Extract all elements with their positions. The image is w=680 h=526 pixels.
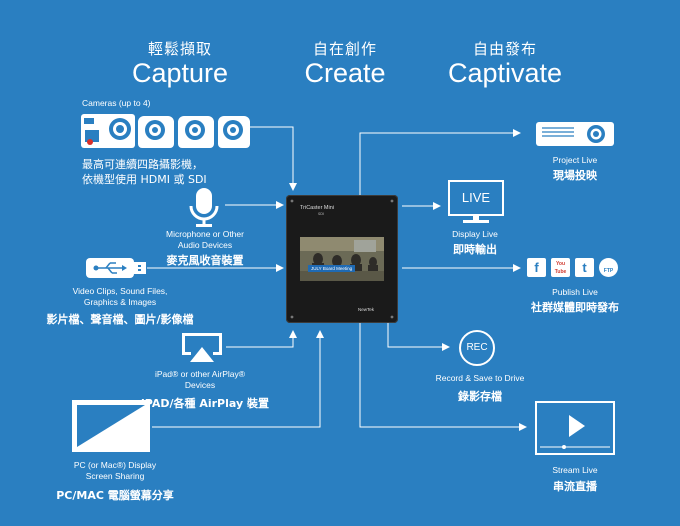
- publish-label: Publish Live: [552, 287, 598, 297]
- record-zh: 錄影存檔: [458, 390, 502, 403]
- projector-icon: [536, 122, 614, 146]
- device-screen: JULY Board Meeting: [300, 237, 384, 281]
- project-connector: [359, 129, 521, 199]
- twitter-icon: t: [575, 258, 594, 277]
- pc-display-icon: [72, 400, 150, 452]
- stream-zh: 串流直播: [553, 480, 597, 493]
- create-title-zh: 自在創作: [312, 40, 377, 58]
- airplay-icon: [182, 333, 222, 362]
- youtube-icon: You Tube: [551, 258, 570, 277]
- pc-label-line1: PC (or Mac®) Display: [73, 460, 157, 470]
- ftp-icon: FTP: [599, 258, 618, 277]
- cameras-zh-line1: 最高可連續四路攝影機，: [82, 158, 203, 171]
- tricaster-device: TriCaster Mini SDI JULY Board Meeting Ne…: [286, 195, 398, 323]
- cameras-label: Cameras (up to 4): [82, 98, 151, 108]
- microphone-zh: 麥克風收音裝置: [166, 254, 244, 267]
- ipad-label-line2: Devices: [184, 380, 216, 390]
- rec-icon: REC: [459, 330, 495, 366]
- pc-zh: PC/MAC 電腦螢幕分享: [56, 489, 174, 502]
- usb-drive-icon: [86, 258, 146, 278]
- ipad-zh: iPAD/各種 AirPlay 裝置: [141, 397, 269, 410]
- stream-player-icon: [535, 401, 615, 455]
- record-connector: [387, 322, 450, 351]
- cameras-connector: [250, 126, 297, 191]
- captivate-title: Captivate: [447, 58, 563, 88]
- stream-label: Stream Live: [552, 465, 598, 475]
- ipad-label-line1: iPad® or other AirPlay®: [154, 369, 245, 379]
- stream-connector: [359, 322, 527, 431]
- device-name: TriCaster Mini: [300, 205, 335, 211]
- pc-connector: [152, 330, 324, 428]
- facebook-icon: f: [527, 258, 546, 277]
- cameras-zh-line2: 依機型使用 HDMI 或 SDI: [82, 173, 207, 186]
- device-screws: [290, 199, 394, 319]
- capture-title: Capture: [131, 58, 229, 88]
- record-label: Record & Save to Drive: [435, 373, 525, 383]
- project-label: Project Live: [552, 155, 598, 165]
- cameras-icon: [81, 114, 250, 148]
- display-zh: 即時輸出: [453, 243, 497, 256]
- create-title: Create: [304, 58, 386, 88]
- project-zh: 現場投映: [553, 169, 597, 182]
- clips-zh: 影片檔、聲音檔、圖片/影像檔: [46, 313, 194, 326]
- clips-label-line1: Video Clips, Sound Files,: [72, 286, 168, 296]
- clips-label-line2: Graphics & Images: [83, 297, 157, 307]
- display-label: Display Live: [452, 229, 498, 239]
- ipad-connector: [226, 330, 297, 348]
- brand-logo: NewTek: [358, 307, 375, 312]
- microphone-icon: [189, 188, 219, 227]
- live-display-icon: LIVE: [448, 180, 504, 216]
- display-stand-icon: [463, 216, 489, 223]
- meeting-scene-image: [300, 237, 384, 281]
- capture-title-zh: 輕鬆擷取: [147, 40, 212, 58]
- screen-banner: JULY Board Meeting: [308, 265, 356, 272]
- pc-label-line2: Screen Sharing: [85, 471, 145, 481]
- device-sub: SDI: [318, 212, 324, 216]
- publish-zh: 社群媒體即時發布: [531, 301, 619, 314]
- microphone-label-line2: Audio Devices: [177, 240, 233, 250]
- captivate-title-zh: 自由發布: [472, 40, 537, 58]
- microphone-label-line1: Microphone or Other: [166, 229, 244, 239]
- live-screen-text: LIVE: [461, 190, 491, 205]
